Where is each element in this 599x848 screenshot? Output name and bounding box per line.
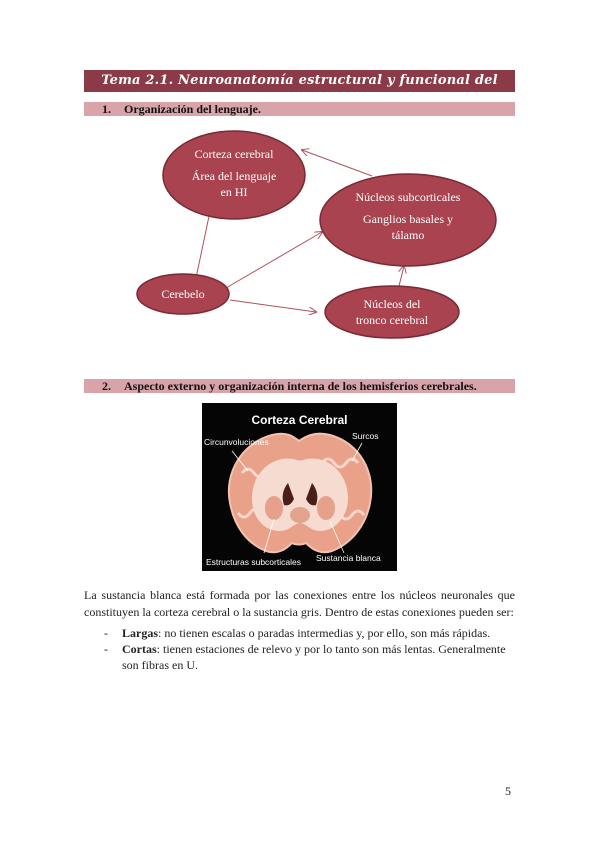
- label-sustancia-blanca: Sustancia blanca: [316, 553, 381, 563]
- label-circunvoluciones: Circunvoluciones: [204, 437, 269, 447]
- section-number: 1.: [102, 102, 111, 116]
- bullet-term: Largas: [122, 626, 158, 640]
- node-subcorticales: [319, 173, 497, 267]
- language-organization-diagram: [136, 130, 497, 339]
- section-heading-2: 2. Aspecto externo y organización intern…: [84, 379, 515, 393]
- arrow-cerebelo-tronco: [229, 299, 316, 312]
- bullet-text: : no tienen escalas o paradas intermedia…: [158, 626, 491, 640]
- node-cerebelo-label: Cerebelo: [161, 287, 205, 301]
- section-title: Organización del lenguaje.: [124, 102, 261, 116]
- node-corteza-label: Corteza cerebral Área del lenguaje en HI: [191, 147, 277, 199]
- page-number: 5: [505, 784, 511, 798]
- section-heading-1: 1. Organización del lenguaje.: [84, 102, 515, 116]
- bullet-text: : tienen estaciones de relevo y por lo t…: [122, 642, 506, 672]
- body-paragraph: La sustancia blanca está formada por las…: [84, 588, 515, 619]
- node-subcorticales-label: Núcleos subcorticales Ganglios basales y…: [355, 190, 461, 242]
- brain-coronal-figure: Corteza Cerebral Circunvoluciones Surcos…: [202, 403, 397, 571]
- node-tronco-label: Núcleos del tronco cerebral: [355, 297, 429, 327]
- bullet-term: Cortas: [122, 642, 157, 656]
- section-number: 2.: [102, 379, 111, 393]
- label-estructuras-subcorticales: Estructuras subcorticales: [206, 557, 301, 567]
- section-title: Aspecto externo y organización interna d…: [124, 379, 477, 393]
- list-item: - Largas: no tienen escalas o paradas in…: [104, 626, 491, 640]
- node-cerebelo: [136, 273, 230, 315]
- brain-illustration: [227, 432, 373, 554]
- label-surcos: Surcos: [352, 431, 379, 441]
- arrow-subcorticales-corteza: [302, 150, 373, 177]
- node-corteza: [162, 130, 306, 220]
- list-item: - Cortas: tienen estaciones de relevo y …: [104, 642, 506, 672]
- node-tronco: [324, 285, 460, 339]
- figure-title: Corteza Cerebral: [251, 413, 348, 427]
- arrow-cerebelo-subcorticales: [225, 232, 322, 289]
